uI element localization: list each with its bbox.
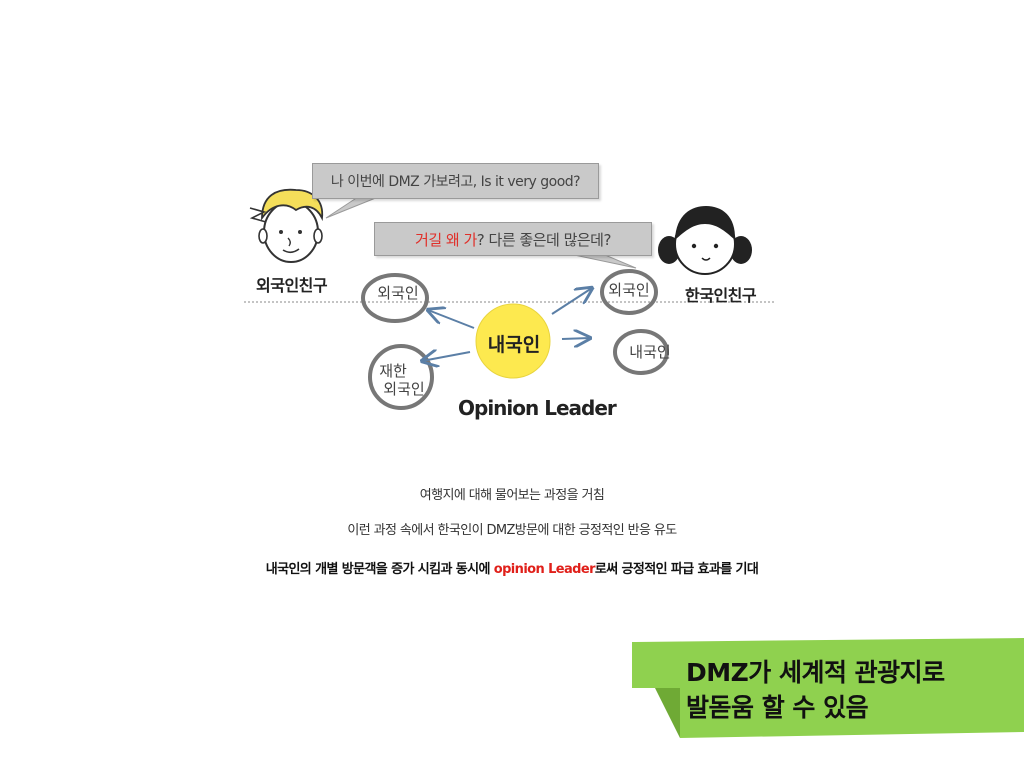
description-line-2: 이런 과정 속에서 한국인이 DMZ방문에 대한 긍정적인 반응 유도 — [347, 523, 677, 538]
description-line-3-before: 내국인의 개별 방문객을 증가 시킴과 동시에 — [265, 562, 494, 577]
arrow-to-foreign-right — [551, 288, 592, 315]
node-ring-resident-foreign — [368, 344, 434, 410]
center-node-label: 내국인 — [487, 334, 541, 356]
callout-line-1: DMZ가 세계적 관광지로 — [686, 658, 945, 687]
description-line-3: 내국인의 개별 방문객을 증가 시킴과 동시에 opinion Leader로써… — [0, 558, 1024, 577]
korean-friend-label: 한국인친구 — [685, 286, 757, 305]
node-ring-domestic-right — [613, 329, 669, 375]
description-line-3-highlight: opinion Leader — [493, 562, 596, 577]
description-line-3-after: 로써 긍정적인 파급 효과를 기대 — [594, 562, 759, 577]
description-line-1: 여행지에 대해 물어보는 과정을 거침 — [419, 488, 605, 503]
korean-answer-red-text: 거길 왜 가 — [415, 230, 477, 249]
node-resident-foreign-line2: 외국인 — [383, 380, 425, 398]
opinion-leader-label: Opinion Leader — [458, 396, 617, 420]
foreign-friend-face-icon — [249, 188, 324, 263]
arrow-to-foreign-left — [428, 310, 475, 329]
node-resident-foreign-line1: 재한 — [379, 362, 407, 380]
callout-text: DMZ가 세계적 관광지로 발돋움 할 수 있음 — [686, 655, 1006, 725]
node-domestic-right-label: 내국인 — [629, 343, 671, 361]
node-ring-foreign-right — [600, 269, 658, 315]
foreign-friend-label: 외국인친구 — [256, 276, 328, 295]
arrow-to-resident-foreign — [422, 352, 471, 361]
speech-bubble-foreign: 나 이번에 DMZ 가보려고, Is it very good? — [312, 163, 599, 199]
korean-friend-face-icon — [658, 206, 752, 275]
callout-line-2: 발돋움 할 수 있음 — [686, 693, 869, 722]
center-circle — [475, 303, 551, 379]
node-foreign-left-label: 외국인 — [377, 284, 419, 302]
node-foreign-right-label: 외국인 — [608, 281, 650, 299]
node-ring-foreign-left — [361, 273, 429, 323]
arrow-to-domestic-right — [561, 338, 590, 339]
speech-bubble-korean: 거길 왜 가? 다른 좋은데 많은데? — [374, 222, 652, 256]
callout-box — [632, 638, 1024, 738]
foreign-question-text: 나 이번에 DMZ 가보려고, Is it very good? — [330, 174, 581, 190]
korean-answer-rest-text: ? 다른 좋은데 많은데? — [476, 230, 612, 249]
